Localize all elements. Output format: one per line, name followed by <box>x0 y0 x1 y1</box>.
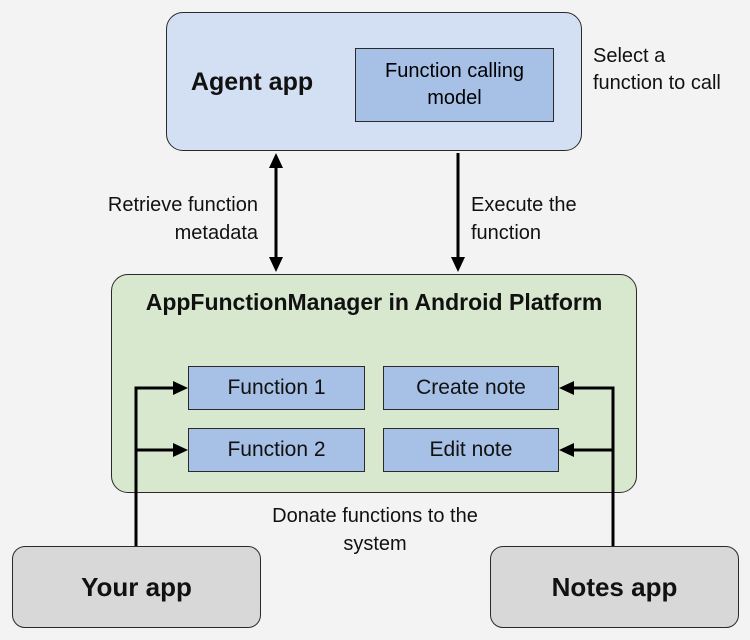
your-app-box: Your app <box>12 546 261 628</box>
donate-functions-label: Donate functions to the system <box>272 505 478 555</box>
execute-function-label: Execute the function <box>471 194 577 244</box>
retrieve-arrow-head-down <box>269 257 283 272</box>
notes-app-box: Notes app <box>490 546 739 628</box>
function-1-box: Function 1 <box>188 366 365 410</box>
retrieve-arrow-head-up <box>269 153 283 168</box>
function-calling-model-box: Function calling model <box>355 48 554 122</box>
edit-note-box: Edit note <box>383 428 559 472</box>
agent-app-title: Agent app <box>190 67 314 96</box>
select-function-note: Select a function to call <box>593 45 721 94</box>
execute-arrow-head <box>451 257 465 272</box>
create-note-box: Create note <box>383 366 559 410</box>
app-function-manager-title: AppFunctionManager in Android Platform <box>145 289 603 315</box>
retrieve-metadata-label: Retrieve function metadata <box>107 194 258 244</box>
function-2-box: Function 2 <box>188 428 365 472</box>
